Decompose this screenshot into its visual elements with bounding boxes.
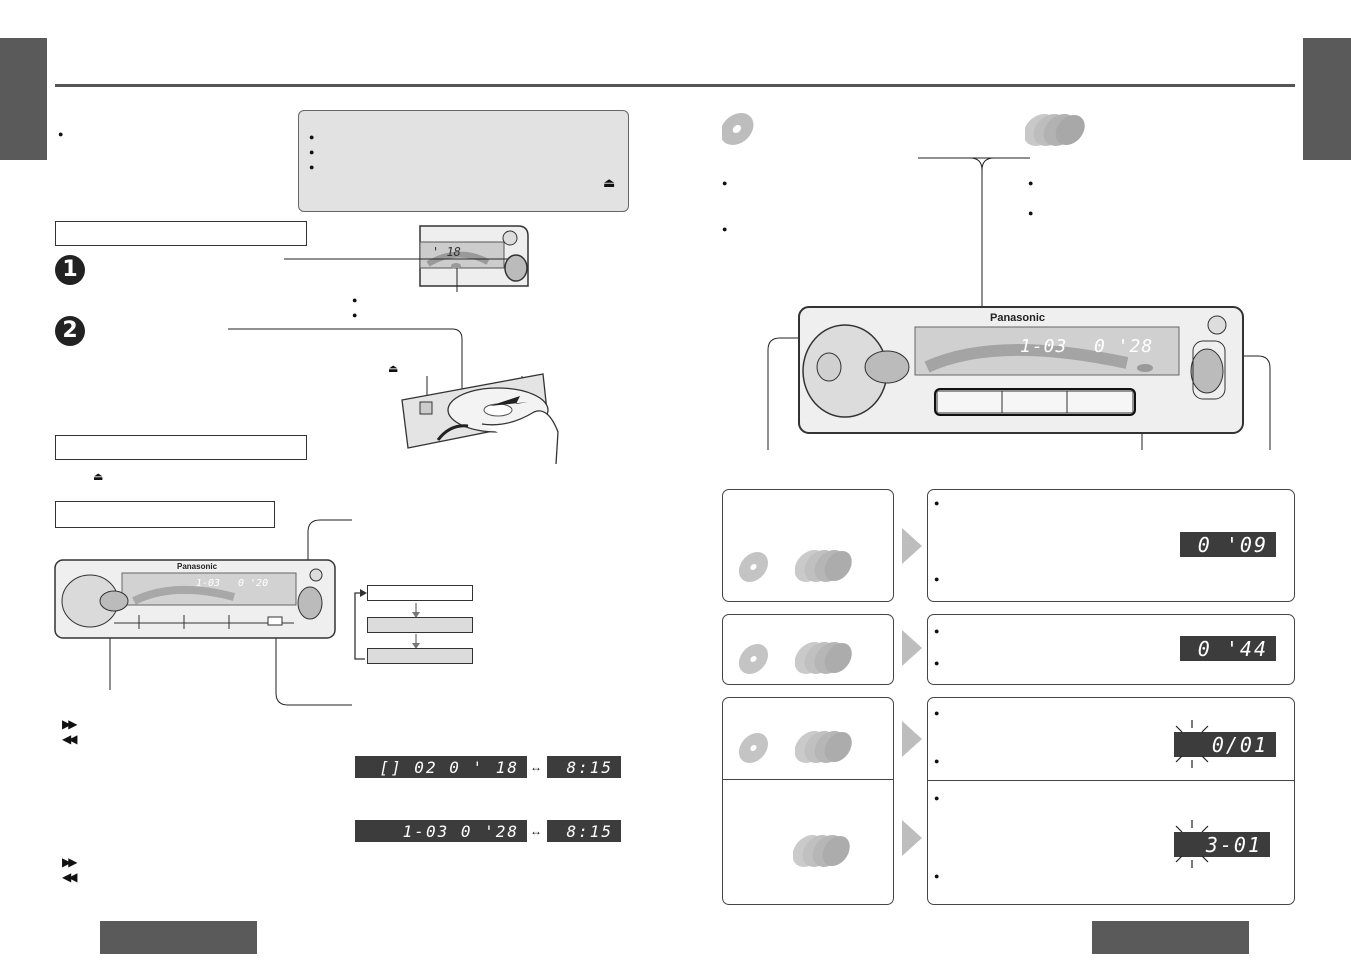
p2-display: 0 '44 bbox=[1180, 636, 1276, 661]
display-toggle-arrow-1: ↔ bbox=[530, 760, 542, 774]
right-page-footer-tab bbox=[1092, 921, 1249, 954]
p4-bullet-2 bbox=[934, 872, 939, 881]
panel2-changer-icon bbox=[795, 642, 852, 674]
fast-forward-symbol-1: ▶▶ bbox=[62, 717, 78, 731]
p2-bullet-1 bbox=[934, 627, 939, 636]
large-unit-display-track: 1-03 bbox=[1020, 336, 1068, 357]
panel-arrow-2 bbox=[902, 630, 922, 666]
p3-divider bbox=[928, 780, 1294, 781]
changer-disc-icon-top bbox=[1025, 114, 1085, 146]
small-unit-display-track: 1-03 bbox=[196, 578, 221, 589]
section-play-label bbox=[55, 501, 275, 528]
p1-bullet-2 bbox=[934, 575, 939, 584]
panel-3-divider bbox=[723, 779, 893, 780]
main-unit-small-illustration bbox=[54, 559, 336, 639]
p1-display: 0 '09 bbox=[1180, 532, 1276, 557]
p3-blink-marks bbox=[1175, 720, 1209, 768]
changer-display-clock: 8:15 bbox=[547, 820, 621, 842]
function-panel-1-desc: 0 '09 bbox=[927, 489, 1295, 602]
p3-display: 0/01 bbox=[1174, 732, 1276, 757]
cd-disc-icon-top bbox=[722, 113, 754, 145]
function-panel-3-desc: 0/01 3-01 bbox=[927, 697, 1295, 905]
rewind-symbol-1: ◀◀ bbox=[62, 732, 78, 746]
eject-icon-small: ⏏ bbox=[388, 363, 399, 375]
section-insert-label bbox=[55, 221, 307, 246]
p3-bullet-1 bbox=[934, 709, 939, 718]
eject-icon: ⏏ bbox=[603, 175, 616, 190]
section-eject-label bbox=[55, 435, 307, 460]
small-unit-brand: Panasonic bbox=[177, 562, 218, 571]
panel2-cd-icon bbox=[738, 644, 769, 674]
p4-bullet-1 bbox=[934, 794, 939, 803]
changer-bullet-1 bbox=[1028, 179, 1033, 188]
step-callout-lines bbox=[109, 258, 523, 706]
left-side-tab bbox=[0, 38, 47, 160]
faceplate-corner-illustration bbox=[419, 225, 529, 287]
p1-bullet-1 bbox=[934, 499, 939, 508]
mode-flow-arrows bbox=[354, 589, 420, 660]
mode-box-2 bbox=[367, 617, 473, 633]
display-toggle-arrow-2: ↔ bbox=[530, 824, 542, 838]
main-unit-large-illustration bbox=[798, 306, 1244, 434]
panel-arrow-1 bbox=[902, 528, 922, 564]
p4-blink-marks bbox=[1175, 820, 1209, 868]
header-rule bbox=[55, 84, 1295, 87]
eject-icon-inline: ⏏ bbox=[93, 471, 104, 483]
changer-display-main: 1-03 0 '28 bbox=[355, 820, 527, 842]
cd-bullet-1 bbox=[722, 179, 727, 188]
rewind-symbol-2: ◀◀ bbox=[62, 870, 78, 884]
large-unit-display-time: 0 '28 bbox=[1094, 336, 1154, 357]
p2-bullet-2 bbox=[934, 659, 939, 668]
mode-box-1 bbox=[367, 585, 473, 601]
function-panel-2-desc: 0 '44 bbox=[927, 614, 1295, 685]
caution-note-box: ⏏ bbox=[298, 110, 629, 212]
mode-box-3 bbox=[367, 648, 473, 664]
function-panel-1-label bbox=[722, 489, 894, 602]
changer-bullet-2 bbox=[1028, 209, 1033, 218]
disc-insertion-illustration bbox=[401, 373, 559, 464]
step-1-marker: 1 bbox=[55, 255, 85, 285]
right-side-tab bbox=[1303, 38, 1351, 160]
insert-display-text: ' 18 bbox=[432, 245, 461, 259]
small-unit-display-time: 0 '20 bbox=[238, 578, 269, 589]
panel3-changer-icon bbox=[795, 731, 852, 763]
panel3-cd-icon bbox=[738, 733, 769, 763]
left-page-footer-tab bbox=[100, 921, 257, 954]
panel4-changer-icon bbox=[793, 835, 850, 867]
p3-bullet-2 bbox=[934, 757, 939, 766]
panel-arrow-4 bbox=[902, 820, 922, 856]
fast-forward-symbol-2: ▶▶ bbox=[62, 855, 78, 869]
cd-bullet-2 bbox=[722, 225, 727, 234]
step-2-marker: 2 bbox=[55, 316, 85, 346]
cd-display-main: [] 02 0 ' 18 bbox=[355, 756, 527, 778]
panel1-cd-icon bbox=[738, 552, 769, 582]
cd-display-clock: 8:15 bbox=[547, 756, 621, 778]
panel1-changer-icon bbox=[795, 550, 852, 582]
function-panel-3-label bbox=[722, 697, 894, 905]
large-unit-brand: Panasonic bbox=[990, 312, 1046, 324]
p4-display: 3-01 bbox=[1174, 832, 1270, 857]
panel-arrow-3 bbox=[902, 721, 922, 757]
